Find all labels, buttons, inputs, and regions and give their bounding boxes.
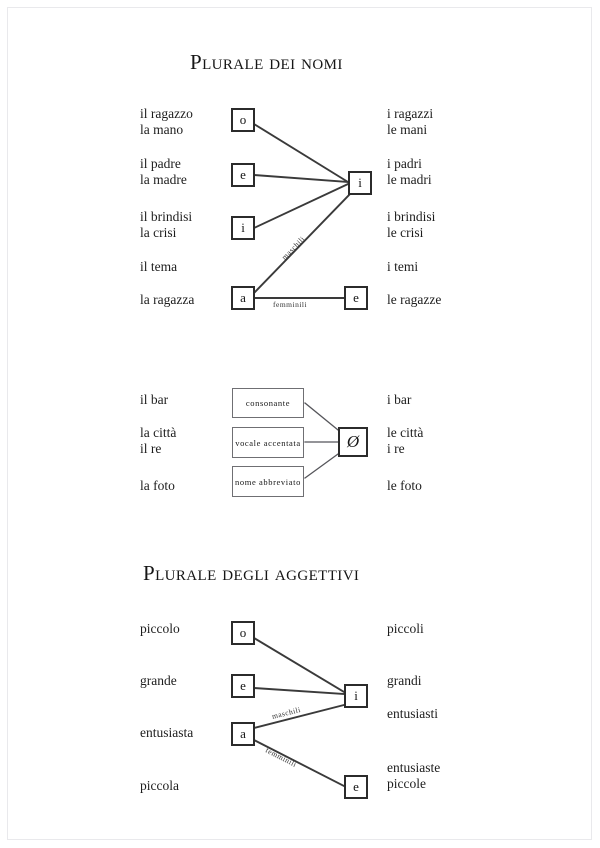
- section-title-plurale-dei-nomi: Plurale dei nomi: [190, 50, 343, 74]
- adj-ending-box-e: e: [231, 674, 255, 698]
- adj-plural-entusiaste-piccole: entusiaste piccole: [387, 760, 441, 791]
- plural-ending-box-null: Ø: [338, 427, 368, 457]
- noun-singular-bar: il bar: [140, 392, 169, 407]
- ending-box-e: e: [231, 163, 255, 187]
- edge-s3-e-to-i: [252, 686, 346, 696]
- edge-nome-to-zero: [304, 453, 339, 479]
- adj-singular-grande: grande: [140, 673, 177, 688]
- noun-singular-ragazzo-mano: il ragazzo la mano: [140, 106, 193, 137]
- edge-s3-a-to-i-maschili: [252, 703, 346, 730]
- edge-consonante-to-zero: [304, 402, 339, 431]
- adj-plural-ending-box-e: e: [344, 775, 368, 799]
- noun-plural-foto: le foto: [387, 478, 422, 493]
- rule-box-consonante: consonante: [232, 388, 304, 418]
- ending-box-i: i: [231, 216, 255, 240]
- section-title-plurale-degli-aggettivi: Plurale degli aggettivi: [143, 561, 360, 585]
- rule-box-nome-abbreviato: nome abbreviato: [232, 466, 304, 497]
- adj-plural-piccoli: piccoli: [387, 621, 424, 636]
- adj-singular-piccolo: piccolo: [140, 621, 180, 636]
- plural-ending-box-e: e: [344, 286, 368, 310]
- adj-plural-grandi: grandi: [387, 673, 422, 688]
- adj-singular-entusiasta: entusiasta: [140, 725, 194, 740]
- noun-singular-brindisi-crisi: il brindisi la crisi: [140, 209, 193, 240]
- noun-singular-foto: la foto: [140, 478, 175, 493]
- edge-o-to-i: [252, 122, 350, 184]
- noun-plural-citta-re: le città i re: [387, 425, 424, 456]
- noun-plural-ragazzi-mani: i ragazzi le mani: [387, 106, 434, 137]
- adj-plural-ending-box-i: i: [344, 684, 368, 708]
- noun-singular-tema: il tema: [140, 259, 178, 274]
- edge-s3-o-to-i: [252, 636, 346, 694]
- adj-singular-piccola: piccola: [140, 778, 179, 793]
- rule-box-vocale-accentata: vocale accentata: [232, 427, 304, 458]
- ending-box-o: o: [231, 108, 255, 132]
- adj-plural-entusiasti: entusiasti: [387, 706, 438, 721]
- edge-i-to-i: [252, 182, 350, 230]
- noun-plural-padri-madri: i padri le madri: [387, 156, 432, 187]
- edge-e-to-i: [252, 173, 350, 184]
- adj-ending-box-a: a: [231, 722, 255, 746]
- noun-singular-citta-re: la città il re: [140, 425, 177, 456]
- noun-plural-temi: i temi: [387, 259, 419, 274]
- edge-a-to-i-maschili: [252, 192, 352, 295]
- noun-singular-ragazza: la ragazza: [140, 292, 195, 307]
- edge-label-femminili: femminili: [273, 300, 308, 309]
- noun-plural-brindisi-crisi: i brindisi le crisi: [387, 209, 436, 240]
- noun-plural-ragazze: le ragazze: [387, 292, 442, 307]
- edge-s3-a-to-e-femminili: [252, 738, 346, 788]
- noun-plural-bar: i bar: [387, 392, 412, 407]
- adj-ending-box-o: o: [231, 621, 255, 645]
- ending-box-a: a: [231, 286, 255, 310]
- noun-singular-padre-madre: il padre la madre: [140, 156, 187, 187]
- plural-ending-box-i: i: [348, 171, 372, 195]
